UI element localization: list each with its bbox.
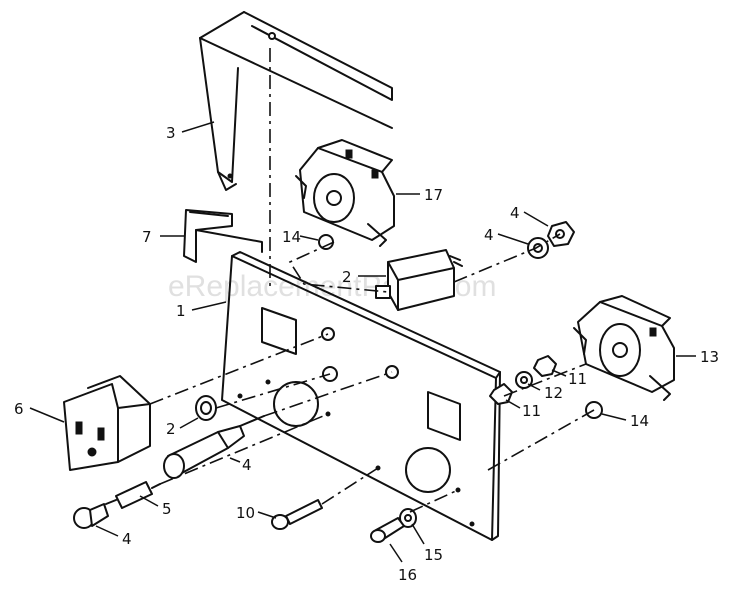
callout-12: 12 bbox=[544, 384, 563, 402]
callout-3: 3 bbox=[166, 124, 176, 142]
nut-part-2 bbox=[195, 395, 217, 421]
callout-16: 16 bbox=[398, 566, 417, 584]
callout-17: 17 bbox=[424, 186, 443, 204]
outlet-part-6 bbox=[63, 375, 151, 471]
circuit-breaker-part-2 bbox=[375, 249, 463, 311]
callout-2-top: 2 bbox=[342, 268, 352, 286]
callout-14-top: 14 bbox=[282, 228, 301, 246]
callout-10: 10 bbox=[236, 504, 255, 522]
callout-6: 6 bbox=[14, 400, 24, 418]
screw-part-10 bbox=[271, 499, 323, 530]
callout-2-bottom: 2 bbox=[166, 420, 176, 438]
washer-part-4-top bbox=[527, 237, 549, 259]
callout-labels: 3 17 14 7 2 4 4 1 13 11 12 11 14 6 2 4 5… bbox=[14, 124, 719, 584]
fuse-holder-part-4 bbox=[163, 415, 265, 479]
callout-11-left: 11 bbox=[522, 402, 541, 420]
callout-4-washer: 4 bbox=[484, 226, 494, 244]
outlet-part-17 bbox=[295, 139, 395, 247]
callout-14-right: 14 bbox=[630, 412, 649, 430]
callout-7: 7 bbox=[142, 228, 152, 246]
centerlines bbox=[149, 48, 595, 513]
callout-13: 13 bbox=[700, 348, 719, 366]
frame-part-7 bbox=[183, 209, 263, 263]
callout-4-cap: 4 bbox=[122, 530, 132, 548]
screw-part-16 bbox=[370, 517, 405, 543]
callout-1: 1 bbox=[176, 302, 186, 320]
callout-15: 15 bbox=[424, 546, 443, 564]
leader-lines bbox=[29, 121, 696, 563]
fuse-cap-part-4 bbox=[73, 503, 109, 529]
washer-part-15 bbox=[399, 508, 417, 528]
callout-4-nut: 4 bbox=[510, 204, 520, 222]
nut-part-4-top bbox=[547, 221, 575, 247]
callout-4-holder: 4 bbox=[242, 456, 252, 474]
callout-5: 5 bbox=[162, 500, 172, 518]
fuse-part-5 bbox=[105, 481, 161, 509]
nut-part-14-top bbox=[318, 234, 334, 250]
bracket-part-3 bbox=[199, 11, 393, 191]
callout-11-right: 11 bbox=[568, 370, 587, 388]
outlet-part-13 bbox=[573, 295, 675, 401]
nut-part-11-right bbox=[533, 355, 557, 377]
main-panel-part-1 bbox=[221, 251, 501, 541]
